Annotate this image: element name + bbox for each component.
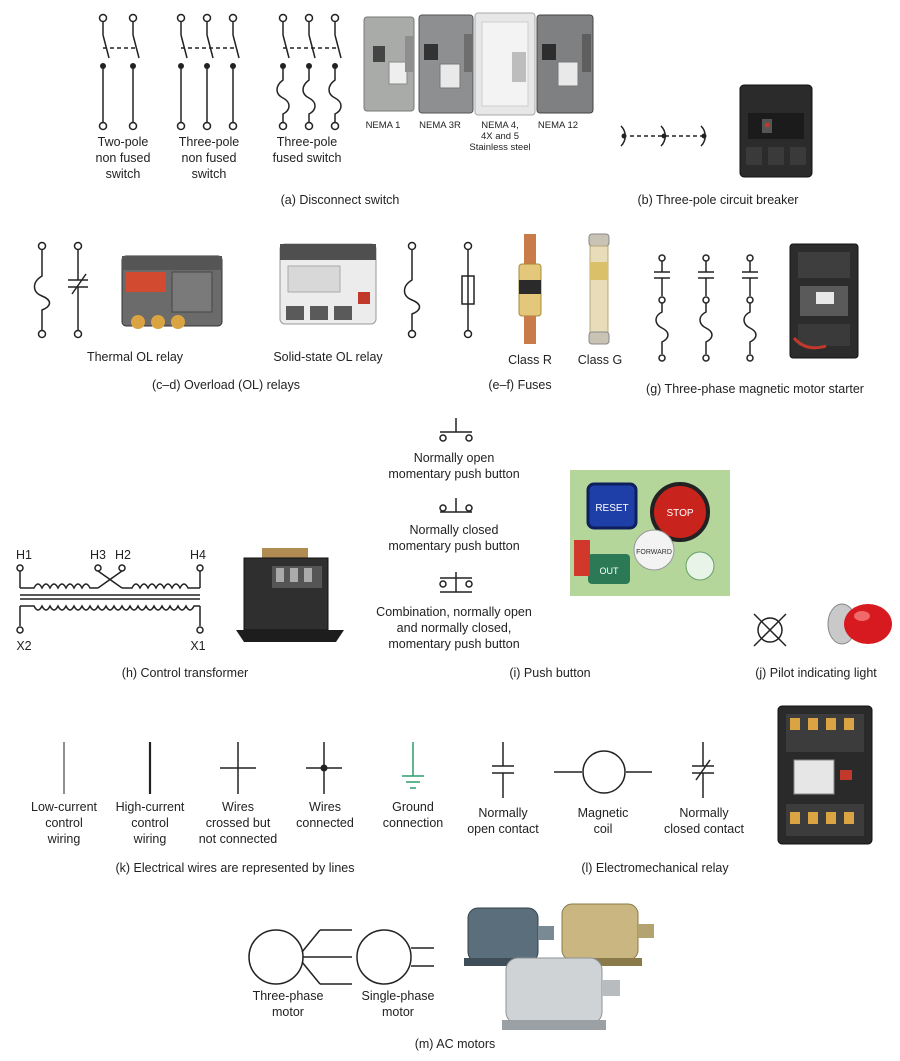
thermal-ol-relay-image: [121, 255, 223, 329]
class-r-fuse-image: [518, 234, 542, 344]
high-current-wire-symbol: [148, 742, 152, 794]
control-transformer-symbol: [16, 564, 204, 634]
nema-3r-enclosure-image: [418, 14, 474, 114]
caption-h: (h) Control transformer: [121, 666, 249, 680]
three-pole-fused-switch-symbol: [276, 13, 342, 131]
caption-cd: (c–d) Overload (OL) relays: [152, 378, 300, 392]
ac-motors-image: [464, 903, 654, 1030]
h4-label: H4: [190, 548, 206, 562]
caption-k: (k) Electrical wires are represented by …: [115, 861, 355, 875]
pilot-light-image: [827, 603, 892, 645]
nema-1-label: NEMA 1: [365, 120, 401, 131]
motor-starter-image: [789, 243, 859, 359]
out-text: OUT: [600, 566, 620, 576]
class-g-label: Class G: [577, 353, 623, 367]
caption-ef: (e–f) Fuses: [488, 378, 552, 392]
combo-pushbutton-symbol: [439, 572, 473, 593]
two-pole-switch-symbol: [98, 13, 140, 131]
reset-text: RESET: [595, 503, 628, 514]
h2-label: H2: [115, 548, 131, 562]
stop-text: STOP: [666, 508, 693, 519]
caption-l: (l) Electromechanical relay: [581, 861, 729, 875]
x1-label: X1: [190, 639, 206, 653]
single-phase-motor-symbol: [356, 929, 434, 985]
nema-4-enclosure-image: [474, 12, 536, 116]
solid-state-ol-label: Solid-state OL relay: [273, 350, 383, 364]
relay-image: [777, 705, 873, 845]
wires-crossed-symbol: [220, 742, 256, 794]
control-transformer-image: [236, 548, 344, 642]
h3-label: H3: [90, 548, 106, 562]
relay-coil-symbol: [554, 750, 652, 794]
caption-j: (j) Pilot indicating light: [755, 666, 877, 680]
fuse-symbol-box: [461, 241, 475, 339]
fuse-symbol-curve: [403, 241, 421, 339]
class-g-fuse-image: [588, 233, 610, 345]
three-pole-switch-symbol: [176, 13, 240, 131]
h1-label: H1: [16, 548, 32, 562]
caption-a: (a) Disconnect switch: [280, 193, 400, 207]
solid-state-ol-relay-image: [279, 243, 377, 325]
motor-starter-symbol: [654, 254, 759, 362]
class-r-label: Class R: [508, 353, 552, 367]
three-phase-motor-symbol: [248, 929, 352, 985]
thermal-ol-label: Thermal OL relay: [86, 350, 184, 364]
thermal-ol-symbol: [33, 241, 88, 339]
caption-m: (m) AC motors: [414, 1037, 496, 1051]
nema-12-enclosure-image: [536, 14, 594, 114]
wires-connected-symbol: [306, 742, 342, 794]
x2-label: X2: [16, 639, 32, 653]
nema-3r-label: NEMA 3R: [419, 120, 461, 131]
caption-i: (i) Push button: [509, 666, 591, 680]
forward-text: FORWARD: [636, 549, 672, 556]
relay-nc-contact-symbol: [692, 742, 714, 798]
nc-pushbutton-symbol: [439, 498, 473, 513]
ground-symbol: [402, 742, 424, 789]
pushbutton-image: RESET STOP FORWARD OUT: [570, 470, 730, 596]
caption-g: (g) Three-phase magnetic motor starter: [646, 382, 864, 396]
nema-12-label: NEMA 12: [537, 120, 579, 131]
circuit-breaker-image: [739, 84, 813, 178]
no-pushbutton-symbol: [439, 418, 473, 442]
low-current-wire-symbol: [63, 742, 65, 794]
caption-b: (b) Three-pole circuit breaker: [637, 193, 799, 207]
pilot-light-symbol: [753, 613, 787, 647]
nema-1-enclosure-image: [363, 16, 415, 112]
relay-no-contact-symbol: [492, 742, 514, 798]
circuit-breaker-symbol: [620, 125, 707, 147]
